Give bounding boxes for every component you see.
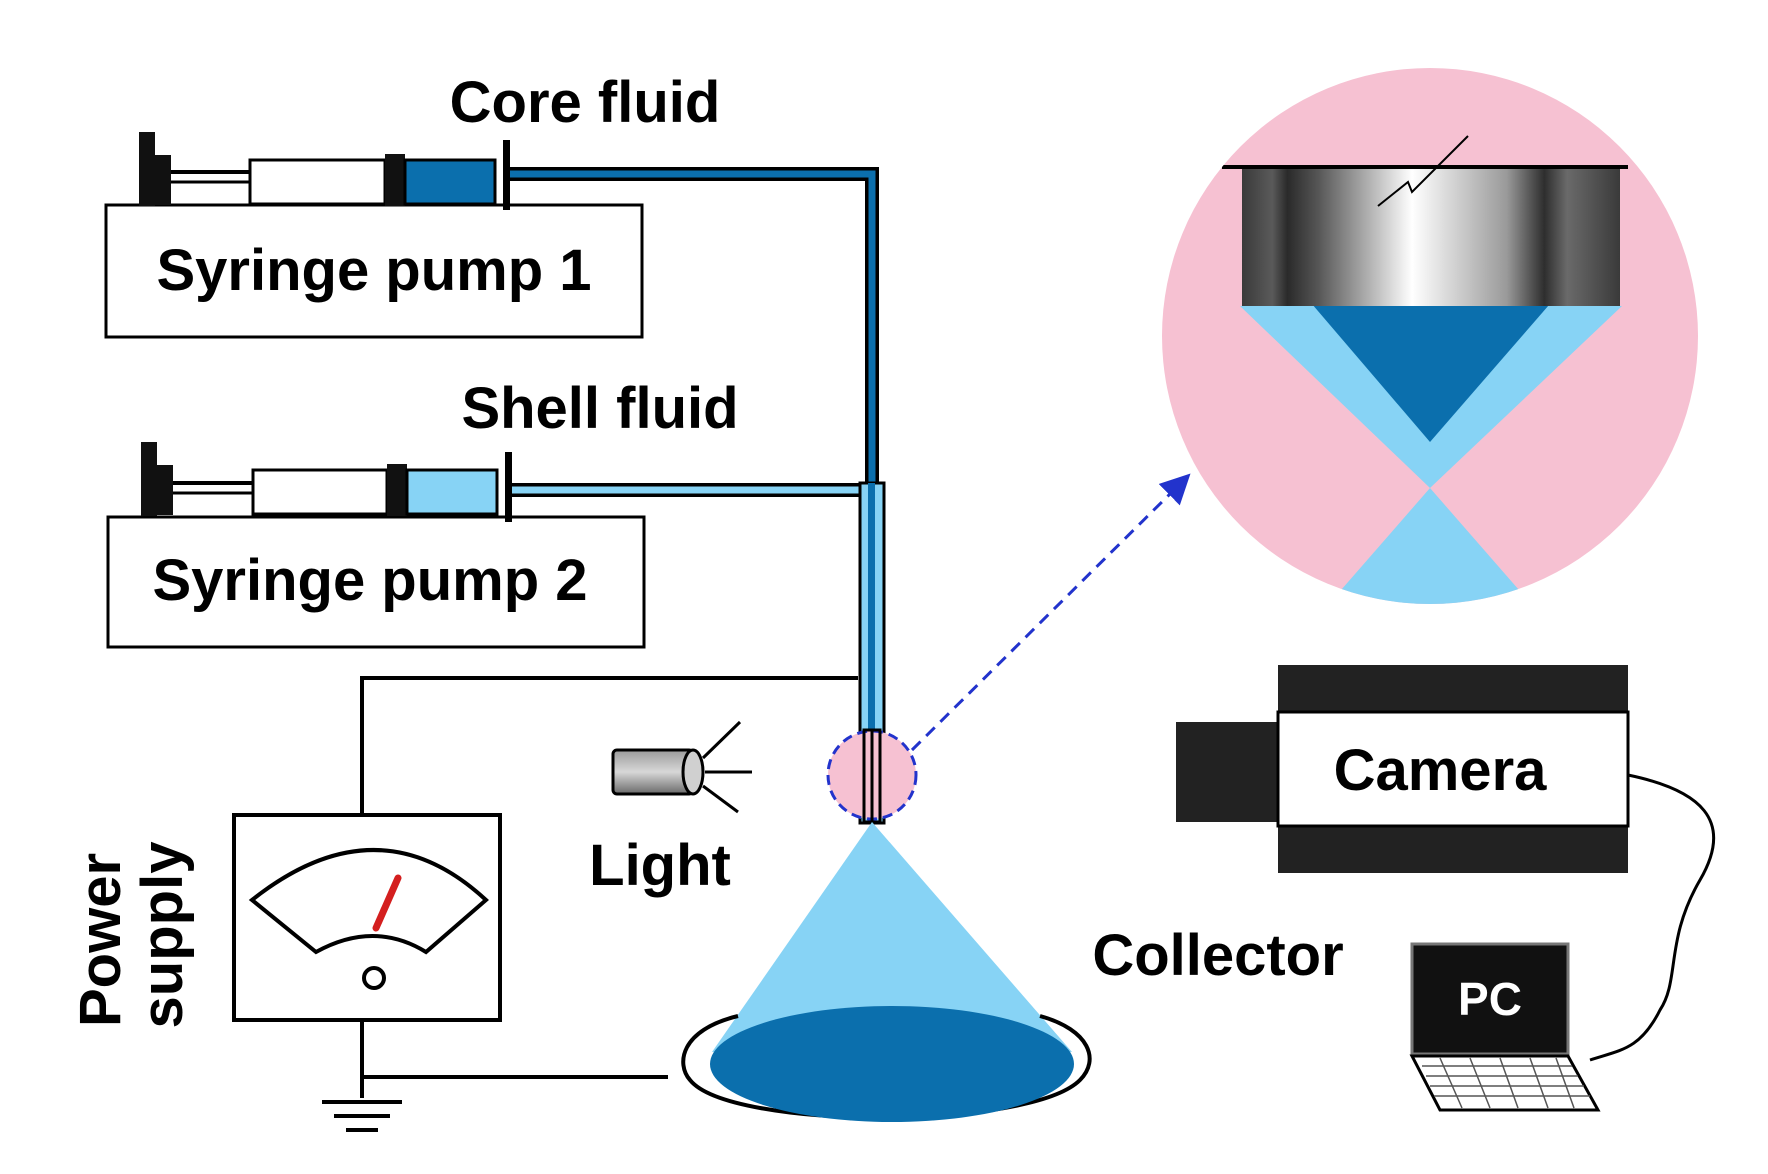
syringe-1-barrel <box>248 158 387 206</box>
plunger-1-end <box>139 132 155 206</box>
syringe-1-needle-mount <box>503 140 510 210</box>
power-supply <box>232 813 502 1022</box>
needle-nozzle <box>1242 168 1620 306</box>
collector-label: Collector <box>1092 923 1343 988</box>
core-fluid-tube <box>510 167 879 488</box>
syringe-2-stopper <box>387 464 407 516</box>
syringe-pump-1: Syringe pump 1 <box>104 132 644 339</box>
voltmeter-pivot <box>362 966 386 990</box>
voltmeter-dial <box>248 848 489 955</box>
collector <box>681 1006 1092 1122</box>
pump-2-box <box>106 515 646 649</box>
camera-icon <box>1176 665 1630 873</box>
light-source-icon <box>611 720 752 814</box>
zoom-arrow <box>910 473 1191 752</box>
shell-fluid-reservoir <box>405 468 499 516</box>
core-fluid-reservoir <box>403 158 497 206</box>
power-supply-label-line1: Power <box>68 853 133 1027</box>
camera-pc-cable <box>1589 773 1716 1062</box>
magnified-tip-view <box>1162 68 1698 604</box>
light-label: Light <box>589 833 731 898</box>
collector-deposit <box>710 1006 1074 1122</box>
break-symbol <box>1377 135 1469 207</box>
plunger-2-end <box>141 442 157 516</box>
shell-fluid-label: Shell fluid <box>461 376 738 441</box>
ground-icon <box>322 1100 402 1132</box>
spray-cone-lower <box>1280 488 1580 604</box>
syringe-pump-2: Syringe pump 2 <box>106 442 646 649</box>
power-supply-label: Power supply <box>68 842 195 1029</box>
plunger-1-flange <box>155 155 171 205</box>
core-cone <box>1300 290 1562 442</box>
syringe-pump-2-label: Syringe pump 2 <box>152 548 587 613</box>
syringe-1 <box>139 132 510 210</box>
voltmeter-needle-icon <box>372 874 402 932</box>
electrical-wiring <box>360 676 858 1098</box>
tip-magnifier-marker <box>826 728 918 824</box>
syringe-2 <box>141 442 512 522</box>
pc-label: PC <box>1458 973 1522 1025</box>
plunger-2-flange <box>157 465 173 515</box>
power-supply-label-line2: supply <box>130 842 195 1029</box>
spray-cone <box>712 822 1072 1052</box>
camera-label: Camera <box>1334 738 1548 803</box>
syringe-2-barrel <box>251 468 389 516</box>
camera-lens <box>1176 722 1278 822</box>
laptop-keyboard <box>1409 1054 1601 1112</box>
syringe-2-needle-mount <box>505 452 512 522</box>
camera-label-panel <box>1276 710 1630 828</box>
laptop-screen <box>1410 942 1570 1056</box>
core-fluid-label: Core fluid <box>450 70 721 135</box>
pump-1-box <box>104 203 644 339</box>
pc-laptop-icon <box>1409 942 1601 1112</box>
syringe-1-stopper <box>385 154 405 206</box>
syringe-pump-1-label: Syringe pump 1 <box>156 238 591 303</box>
